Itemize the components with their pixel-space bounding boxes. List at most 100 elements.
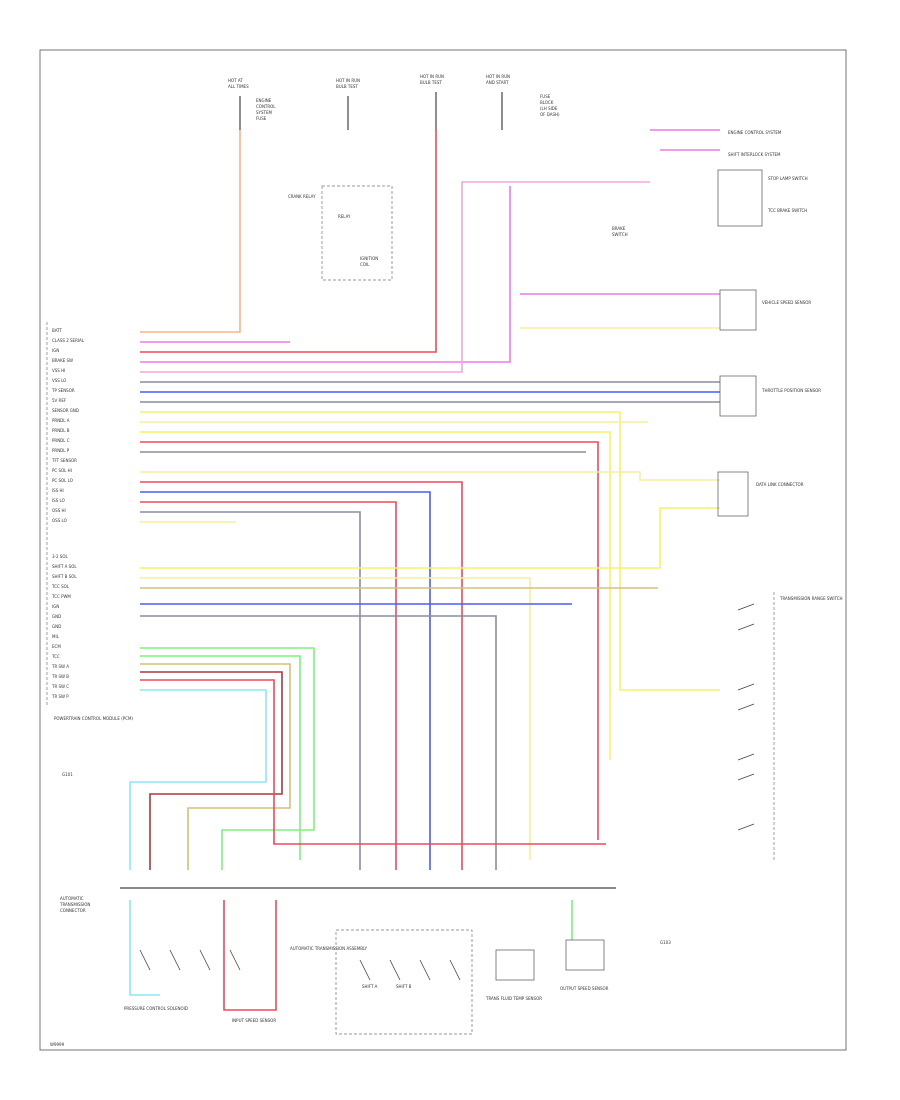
svg-text:GND: GND xyxy=(52,614,61,619)
fuse-stubs xyxy=(239,92,503,130)
svg-text:BRAKE: BRAKE xyxy=(612,226,626,231)
wire-red-2 xyxy=(140,130,437,353)
svg-text:COIL: COIL xyxy=(360,262,370,267)
wire-lightyellow-13 xyxy=(140,471,720,481)
svg-text:SHIFT B SOL: SHIFT B SOL xyxy=(52,574,77,579)
wire-cyan-29 xyxy=(129,689,267,870)
svg-text:IGN: IGN xyxy=(52,348,59,353)
footer-code: W9999 xyxy=(50,1042,65,1047)
svg-text:DATA LINK CONNECTOR: DATA LINK CONNECTOR xyxy=(756,482,804,487)
svg-text:FUSE: FUSE xyxy=(256,116,267,121)
svg-text:OF DASH): OF DASH) xyxy=(540,112,560,117)
diagram-border xyxy=(39,49,847,1051)
svg-text:SWITCH: SWITCH xyxy=(612,232,628,237)
svg-text:IGN: IGN xyxy=(52,604,59,609)
svg-text:ALL TIMES: ALL TIMES xyxy=(228,84,249,89)
wire-tan-26 xyxy=(140,663,291,870)
svg-text:ECM: ECM xyxy=(52,644,61,649)
svg-text:PRESSURE CONTROL SOLENOID: PRESSURE CONTROL SOLENOID xyxy=(124,1006,188,1011)
oss-box xyxy=(565,939,605,971)
wire-pink-4 xyxy=(140,181,650,373)
svg-text:MIL: MIL xyxy=(52,634,60,639)
wire-green-25 xyxy=(140,655,301,860)
svg-text:TFT SENSOR: TFT SENSOR xyxy=(51,458,77,463)
svg-text:VEHICLE SPEED SENSOR: VEHICLE SPEED SENSOR xyxy=(762,300,811,305)
svg-text:PRNDL B: PRNDL B xyxy=(52,428,70,433)
svg-text:STOP LAMP SWITCH: STOP LAMP SWITCH xyxy=(768,176,808,181)
svg-text:TCC: TCC xyxy=(51,654,60,659)
wire-lightyellow-20 xyxy=(140,577,531,860)
svg-text:PRNDL A: PRNDL A xyxy=(52,418,70,423)
wire-magenta-3 xyxy=(140,186,511,363)
svg-text:TR SW A: TR SW A xyxy=(51,664,69,669)
fuse-feeds: HOT AT ALL TIMES HOT IN RUN BULB TEST HO… xyxy=(228,74,560,121)
svg-text:TRANSMISSION: TRANSMISSION xyxy=(59,902,90,907)
wire-red-28 xyxy=(140,679,606,845)
svg-text:CRANK RELAY: CRANK RELAY xyxy=(288,194,316,199)
svg-text:IGNITION: IGNITION xyxy=(360,256,378,261)
svg-text:TCC BRAKE SWITCH: TCC BRAKE SWITCH xyxy=(767,208,807,213)
range-switch-contacts xyxy=(737,603,755,831)
svg-text:BULB TEST: BULB TEST xyxy=(420,80,442,85)
svg-text:SYSTEM: SYSTEM xyxy=(256,110,272,115)
svg-text:VSS HI: VSS HI xyxy=(52,368,65,373)
svg-text:SENSOR GND: SENSOR GND xyxy=(52,408,79,413)
svg-text:OSS HI: OSS HI xyxy=(52,508,66,513)
wire-yellow-8 xyxy=(140,411,720,691)
pcm-label: POWERTRAIN CONTROL MODULE (PCM) xyxy=(54,716,133,721)
svg-text:PRNDL P: PRNDL P xyxy=(52,448,70,453)
wire-red-36 xyxy=(223,900,277,1011)
svg-text:BULB TEST: BULB TEST xyxy=(336,84,358,89)
svg-text:SHIFT B: SHIFT B xyxy=(396,984,412,989)
wire-red-11 xyxy=(140,441,599,840)
svg-text:THROTTLE POSITION SENSOR: THROTTLE POSITION SENSOR xyxy=(761,388,821,393)
svg-text:CONTROL: CONTROL xyxy=(256,104,276,109)
relay-box xyxy=(321,185,393,281)
svg-text:OSS LO: OSS LO xyxy=(52,518,67,523)
wire-red-16 xyxy=(140,501,397,870)
svg-text:HOT IN RUN: HOT IN RUN xyxy=(420,74,444,79)
svg-text:TR SW C: TR SW C xyxy=(51,684,69,689)
svg-text:HOT IN RUN: HOT IN RUN xyxy=(336,78,360,83)
svg-text:PC SOL HI: PC SOL HI xyxy=(52,468,72,473)
svg-text:HOT AT: HOT AT xyxy=(228,78,243,83)
pcm-pin-labels: BATT CLASS 2 SERIAL IGN BRAKE SW VSS HI … xyxy=(51,328,85,699)
svg-text:OUTPUT SPEED SENSOR: OUTPUT SPEED SENSOR xyxy=(560,986,609,991)
wire-blue-15 xyxy=(140,491,431,870)
svg-text:SHIFT INTERLOCK SYSTEM: SHIFT INTERLOCK SYSTEM xyxy=(728,152,781,157)
wire-green-24 xyxy=(140,647,315,870)
svg-text:AND START: AND START xyxy=(486,80,509,85)
svg-text:5V REF: 5V REF xyxy=(52,398,67,403)
svg-text:AUTOMATIC: AUTOMATIC xyxy=(60,896,84,901)
tft-sensor-box xyxy=(495,949,535,981)
svg-text:TCC PWM: TCC PWM xyxy=(51,594,71,599)
trans-assembly-box xyxy=(335,929,473,1035)
svg-text:3-2 SOL: 3-2 SOL xyxy=(52,554,68,559)
svg-text:GND: GND xyxy=(52,624,61,629)
svg-text:G101: G101 xyxy=(62,772,73,777)
svg-text:TP SENSOR: TP SENSOR xyxy=(51,388,75,393)
wire-gray-23 xyxy=(140,615,497,870)
wire-cyan-35 xyxy=(129,900,160,996)
svg-text:ENGINE: ENGINE xyxy=(256,98,272,103)
svg-text:FUSE: FUSE xyxy=(540,94,551,99)
svg-text:RELAY: RELAY xyxy=(338,214,351,219)
svg-text:SHIFT A SOL: SHIFT A SOL xyxy=(52,564,77,569)
svg-text:ISS LO: ISS LO xyxy=(52,498,65,503)
svg-text:ENGINE CONTROL SYSTEM: ENGINE CONTROL SYSTEM xyxy=(728,130,782,135)
svg-text:TRANS FLUID TEMP SENSOR: TRANS FLUID TEMP SENSOR xyxy=(485,996,542,1001)
svg-text:(LH SIDE: (LH SIDE xyxy=(540,106,558,111)
svg-text:INPUT SPEED SENSOR: INPUT SPEED SENSOR xyxy=(232,1018,276,1023)
right-components: ENGINE CONTROL SYSTEM SHIFT INTERLOCK SY… xyxy=(62,130,843,945)
wire-darkred-27 xyxy=(140,671,283,870)
svg-text:HOT IN RUN: HOT IN RUN xyxy=(486,74,510,79)
wire-runs xyxy=(129,129,720,1011)
svg-text:ISS HI: ISS HI xyxy=(52,488,64,493)
svg-text:BLOCK: BLOCK xyxy=(540,100,554,105)
svg-text:SHIFT A: SHIFT A xyxy=(362,984,378,989)
svg-text:PRNDL C: PRNDL C xyxy=(52,438,70,443)
wire-gray-17 xyxy=(140,511,361,870)
wire-yellow-19 xyxy=(140,507,720,569)
solenoid-switches xyxy=(139,949,461,981)
